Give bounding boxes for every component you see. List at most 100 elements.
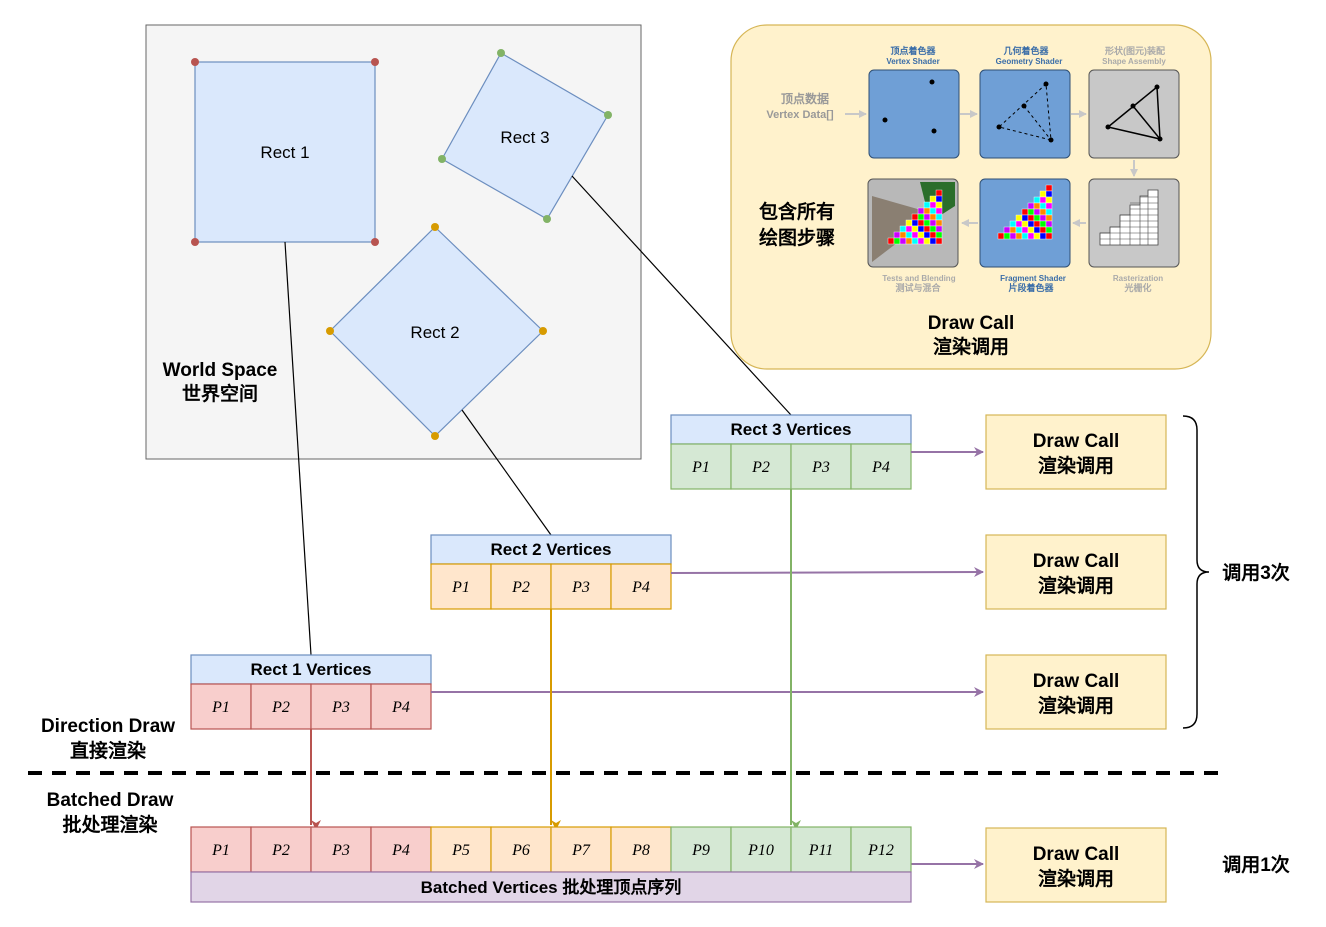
vertex-label: P7 — [571, 842, 591, 859]
vertex-label: P4 — [391, 842, 410, 859]
vertex-shader-thumbnail — [868, 69, 960, 159]
rect-1-corner — [191, 58, 199, 66]
shape-assembly-thumbnail — [1088, 69, 1180, 159]
vertex-cell: P2 — [250, 683, 312, 730]
vertex-label: P4 — [871, 459, 890, 476]
curly-brace — [1182, 415, 1210, 729]
rect-2-corner — [326, 327, 334, 335]
tests-blending-thumbnail — [867, 178, 959, 268]
vertex-cell: P2 — [250, 826, 312, 873]
rect-2-vertices-title: Rect 2 Vertices — [491, 540, 612, 559]
draw-call-subtitle: 渲染调用 — [1038, 454, 1114, 477]
vertex-label: P12 — [867, 842, 894, 859]
vertex-cell: P2 — [490, 563, 552, 610]
vertex-label: P4 — [631, 579, 650, 596]
rect-3-corner — [604, 111, 612, 119]
direct-draw-title: Direction Draw — [41, 716, 175, 737]
draw-call-subtitle: 渲染调用 — [1038, 574, 1114, 597]
vertex-label: P8 — [631, 842, 650, 859]
vertex-cell: P4 — [370, 683, 432, 730]
stage-geometry-shader-en: Geometry Shader — [996, 57, 1063, 66]
batched-draw-title: Batched Draw — [47, 790, 174, 811]
rect-2-shape: Rect 2 — [326, 223, 547, 440]
vertex-label: P1 — [451, 579, 470, 596]
rect-1-vertices-title: Rect 1 Vertices — [251, 660, 372, 679]
batched-draw-count: 调用1次 — [1222, 853, 1290, 876]
stage-fragment-shader-en: Fragment Shader — [1000, 274, 1066, 283]
vertex-label: P2 — [271, 699, 290, 716]
vertex-label: P6 — [511, 842, 530, 859]
pipeline-subtitle: 渲染调用 — [933, 335, 1009, 358]
vertex-cell: P1 — [190, 826, 252, 873]
rect-2-corner — [431, 223, 439, 231]
rect-1-vertices: Rect 1 Vertices P1 P2 P3 P4 — [190, 654, 432, 730]
vertex-data-cn: 顶点数据 — [781, 91, 829, 106]
rect-2-corner — [431, 432, 439, 440]
vertex-data-en: Vertex Data[] — [766, 109, 834, 121]
stage-tests-blending-en: Tests and Blending — [882, 274, 955, 283]
vertex-cell: P3 — [310, 683, 372, 730]
vertex-cell: P3 — [310, 826, 372, 873]
fragment-shader-thumbnail — [979, 178, 1071, 268]
vertex-label: P10 — [747, 842, 774, 859]
draw-call-arrow — [670, 567, 984, 578]
draw-call-box-3: Draw Call 渲染调用 — [985, 654, 1167, 730]
vertex-label: P9 — [691, 842, 710, 859]
stage-shape-assembly-cn: 形状(图元)装配 — [1105, 45, 1165, 56]
rasterization-thumbnail — [1088, 178, 1180, 268]
direct-draw-count: 调用3次 — [1222, 561, 1290, 584]
vertex-cell: P8 — [610, 826, 672, 873]
vertex-cell: P3 — [790, 443, 852, 490]
vertex-label: P3 — [571, 579, 590, 596]
vertex-cell: P11 — [790, 826, 852, 873]
pipeline-note-line2: 绘图步骤 — [759, 226, 835, 249]
vertex-label: P3 — [331, 699, 350, 716]
draw-call-box-batched: Draw Call 渲染调用 — [985, 827, 1167, 903]
stage-rasterization-en: Rasterization — [1113, 274, 1163, 283]
rect-2-label: Rect 2 — [410, 323, 459, 342]
batched-draw-subtitle: 批处理渲染 — [62, 813, 157, 836]
world-space-title: World Space — [163, 360, 278, 381]
pipeline-title: Draw Call — [928, 313, 1015, 334]
rect-1-label: Rect 1 — [260, 143, 309, 162]
draw-call-title: Draw Call — [1033, 551, 1120, 572]
pipeline-panel: 顶点数据 Vertex Data[] 顶点着色器 Vertex Shader 几… — [730, 24, 1212, 370]
vertex-cell: P3 — [550, 563, 612, 610]
rect-3-corner — [497, 49, 505, 57]
world-space-subtitle: 世界空间 — [182, 382, 258, 405]
vertex-cell: P4 — [850, 443, 912, 490]
stage-tests-blending-cn: 测试与混合 — [895, 282, 941, 293]
vertex-cell: P1 — [430, 563, 492, 610]
rect-1-shape: Rect 1 — [191, 58, 379, 246]
rect-1-corner — [371, 58, 379, 66]
vertex-label: P3 — [331, 842, 350, 859]
vertex-label: P2 — [751, 459, 770, 476]
rect-1-corner — [371, 238, 379, 246]
vertex-cell: P1 — [670, 443, 732, 490]
vertex-cell: P4 — [370, 826, 432, 873]
vertex-label: P1 — [691, 459, 710, 476]
stage-shape-assembly-en: Shape Assembly — [1102, 57, 1166, 66]
draw-call-title: Draw Call — [1033, 431, 1120, 452]
vertex-label: P5 — [451, 842, 470, 859]
draw-call-box-2: Draw Call 渲染调用 — [985, 534, 1167, 610]
vertex-cell: P12 — [850, 826, 912, 873]
rect-3-label: Rect 3 — [500, 128, 549, 147]
vertex-cell: P1 — [190, 683, 252, 730]
rect-3-shape: Rect 3 — [438, 49, 612, 223]
vertex-cell: P7 — [550, 826, 612, 873]
vertex-label: P11 — [808, 842, 834, 859]
rect-2-vertices: Rect 2 Vertices P1 P2 P3 P4 — [430, 534, 672, 610]
batched-vertices-footer: Batched Vertices 批处理顶点序列 — [421, 877, 682, 897]
rect-1-connector — [284, 241, 312, 656]
vertex-label: P4 — [391, 699, 410, 716]
stage-fragment-shader-cn: 片段着色器 — [1008, 282, 1054, 293]
rect-2-corner — [539, 327, 547, 335]
draw-call-box-1: Draw Call 渲染调用 — [985, 414, 1167, 490]
stage-vertex-shader-cn: 顶点着色器 — [890, 45, 936, 56]
rect-3-corner — [543, 215, 551, 223]
rect-2-connector — [461, 409, 552, 536]
